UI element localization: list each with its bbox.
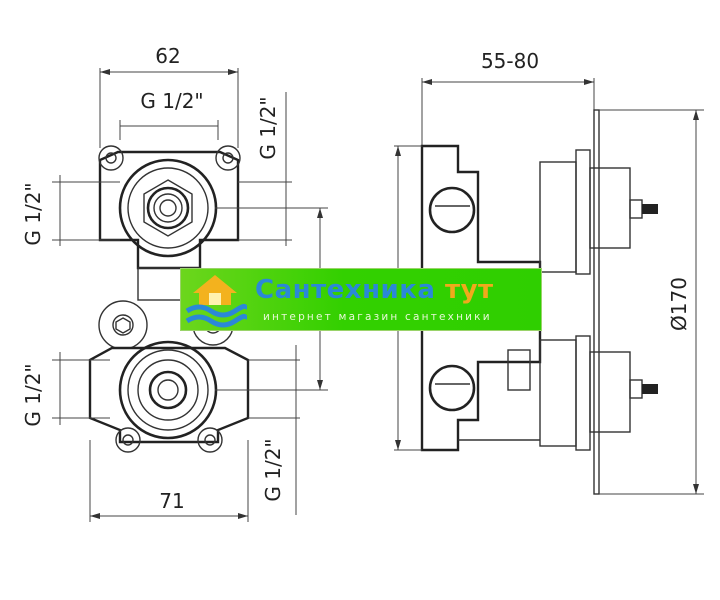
watermark-banner: Сантехника тут интернет магазин сантехни… bbox=[180, 268, 542, 331]
dim-lower-right-thread: G 1/2" bbox=[261, 438, 285, 501]
watermark-subtitle: интернет магазин сантехники bbox=[263, 311, 492, 323]
dim-plate-diameter: Ø170 bbox=[667, 277, 691, 331]
dim-top-thread: G 1/2" bbox=[140, 89, 203, 113]
front-view: 62 G 1/2" G 1/2" G 1/2" bbox=[21, 44, 329, 522]
dim-top-width: 62 bbox=[155, 44, 180, 68]
watermark-title-part2: тут bbox=[445, 275, 494, 305]
dim-depth: 55-80 bbox=[481, 49, 539, 73]
dim-bottom-width: 71 bbox=[159, 489, 184, 513]
house-wave-logo-icon bbox=[185, 275, 247, 328]
watermark-title: Сантехника тут bbox=[255, 275, 541, 305]
dim-upper-right-thread: G 1/2" bbox=[256, 96, 280, 159]
dim-upper-left-thread: G 1/2" bbox=[21, 182, 45, 245]
watermark-title-part1: Сантехника bbox=[255, 275, 436, 305]
dim-lower-left-thread: G 1/2" bbox=[21, 363, 45, 426]
